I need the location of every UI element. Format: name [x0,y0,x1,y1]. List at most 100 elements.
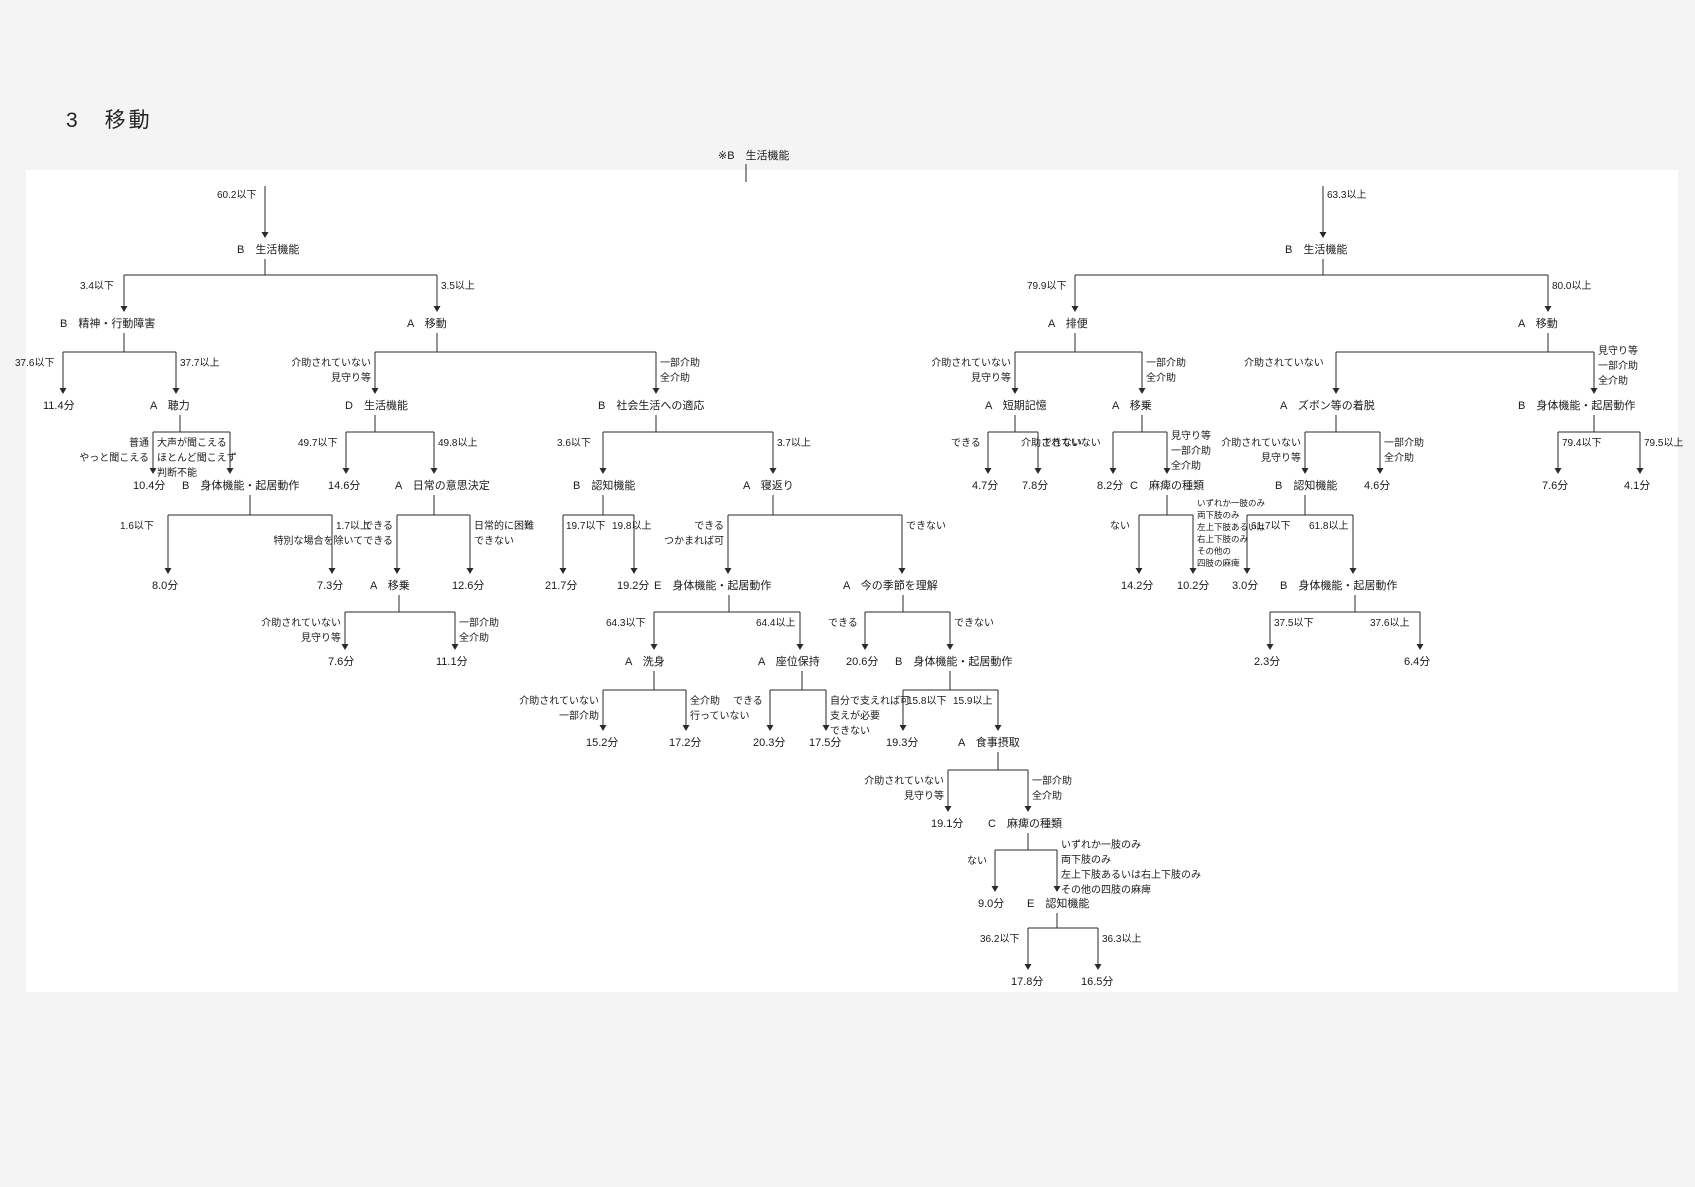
branch-label: 61.7以下 [1251,521,1291,532]
arrowhead-icon [1266,644,1274,650]
branch-label: 日常的に困難 できない [474,521,534,547]
branch-label: ない [1110,521,1130,532]
branch-label: 介助されていない [1244,358,1324,369]
tree-node: D 生活機能 [345,400,408,412]
tree-node: A 寝返り [743,480,794,492]
tree-node: B 生活機能 [237,244,300,256]
arrowhead-icon [341,644,349,650]
tree-leaf: 17.5分 [809,737,842,749]
branch-label: 79.4以下 [1562,438,1602,449]
arrowhead-icon [164,568,172,574]
branch-label: できる 特別な場合を除いてできる [273,521,394,547]
arrowhead-icon [1349,568,1357,574]
branch-label: 49.7以下 [298,438,338,449]
arrowhead-icon [433,306,441,312]
arrowhead-icon [899,725,907,731]
tree-leaf: 20.6分 [846,656,879,668]
branch-label: できない [906,521,946,532]
tree-leaf: 7.6分 [1542,480,1569,492]
arrowhead-icon [984,468,992,474]
branch-label: 63.3以上 [1327,190,1367,201]
arrowhead-icon [451,644,459,650]
branch-label: 1.6以下 [120,521,154,532]
branch-label: 全介助 行っていない [690,696,750,722]
tree-node: A 短期記憶 [985,400,1047,412]
branch-label: 介助されていない 見守り等 [931,358,1011,384]
page-title: 3 移動 [66,109,153,132]
arrowhead-icon [769,468,777,474]
arrowhead-icon [120,306,128,312]
tree-node: B 生活機能 [1285,244,1348,256]
tree-leaf: 16.5分 [1081,976,1114,988]
arrowhead-icon [652,388,660,394]
branch-label: 36.3以上 [1102,934,1142,945]
document-page [26,170,1678,992]
arrowhead-icon [1243,568,1251,574]
arrowhead-icon [342,468,350,474]
tree-node: B 身体機能・起居動作 [1518,400,1636,412]
tree-node: A 移動 [1518,318,1558,330]
tree-leaf: 19.2分 [617,580,650,592]
arrowhead-icon [1163,468,1171,474]
tree-node: A 今の季節を理解 [843,580,938,592]
branch-label: いずれか一肢のみ 両下肢のみ 左上下肢あるいは 右上下肢のみ その他の 四肢の麻… [1197,498,1266,568]
arrowhead-icon [1071,306,1079,312]
branch-label: 3.5以上 [441,281,475,292]
arrowhead-icon [1376,468,1384,474]
arrowhead-icon [430,468,438,474]
arrowhead-icon [1319,232,1327,238]
arrowhead-icon [261,232,269,238]
tree-leaf: 10.2分 [1177,580,1210,592]
arrowhead-icon [1636,468,1644,474]
tree-leaf: 7.3分 [317,580,344,592]
tree-node: A 移乗 [370,580,410,592]
arrowhead-icon [559,568,567,574]
branch-label: 大声が聞こえる ほとんど聞こえず 判断不能 [157,438,237,479]
arrowhead-icon [1554,468,1562,474]
arrowhead-icon [724,568,732,574]
arrowhead-icon [861,644,869,650]
tree-node: A 日常の意思決定 [395,480,490,492]
tree-leaf: 12.6分 [452,580,485,592]
branch-label: 19.7以下 [566,521,606,532]
tree-node: E 認知機能 [1027,898,1090,910]
branch-label: 37.6以上 [1370,618,1410,629]
arrowhead-icon [1094,964,1102,970]
arrowhead-icon [1544,306,1552,312]
arrowhead-icon [1416,644,1424,650]
arrowhead-icon [898,568,906,574]
branch-label: 一部介助 全介助 [1032,776,1072,802]
branch-label: できる つかまれば可 [664,521,724,547]
branch-label: 61.8以上 [1309,521,1349,532]
tree-leaf: 19.1分 [931,818,964,830]
arrowhead-icon [149,468,157,474]
branch-label: できる [951,438,981,449]
branch-label: 見守り等 一部介助 全介助 [1171,431,1211,472]
branch-label: できない [1042,438,1082,449]
branch-label: 1.7以上 [336,521,370,532]
arrowhead-icon [994,725,1002,731]
tree-node: B 身体機能・起居動作 [895,656,1013,668]
tree-leaf: 10.4分 [133,480,166,492]
tree-node: A 移動 [407,318,447,330]
branch-label: 37.6以下 [15,358,55,369]
arrowhead-icon [59,388,67,394]
branch-label: いずれか一肢のみ 両下肢のみ 左上下肢あるいは右上下肢のみ その他の四肢の麻痺 [1061,840,1201,896]
branch-label: 15.9以上 [953,696,993,707]
arrowhead-icon [172,388,180,394]
branch-label: 49.8以上 [438,438,478,449]
branch-label: 介助されていない 見守り等 [261,618,341,644]
branch-label: できる [733,696,763,707]
tree-node: A 聴力 [150,400,190,412]
branch-label: 自分で支えれば可 支えが必要 できない [830,696,910,737]
tree-node: A 食事摂取 [958,737,1020,749]
branch-label: 19.8以上 [612,521,652,532]
branch-label: できる [828,618,858,629]
tree-node: ※B 生活機能 [718,150,790,162]
branch-label: 一部介助 全介助 [660,358,700,384]
arrowhead-icon [1011,388,1019,394]
tree-leaf: 17.8分 [1011,976,1044,988]
tree-leaf: 9.0分 [978,898,1005,910]
tree-leaf: 19.3分 [886,737,919,749]
